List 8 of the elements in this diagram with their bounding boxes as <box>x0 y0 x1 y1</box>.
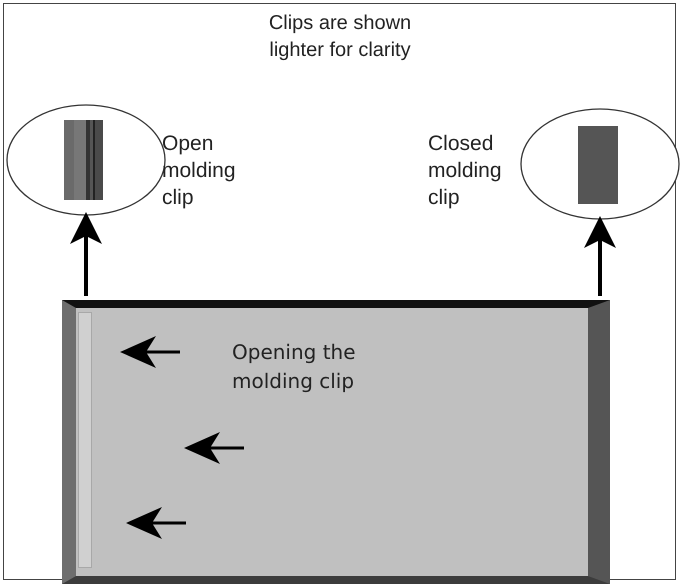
arrow <box>584 216 616 296</box>
clip-detail-circle <box>520 108 680 220</box>
arrow <box>70 212 102 296</box>
clip-label: Closed molding clip <box>428 131 503 211</box>
molding-panel <box>62 300 610 584</box>
panel-caption: Opening the molding clip <box>232 339 357 395</box>
clip-label: Open molding clip <box>162 131 237 211</box>
note-text: Clips are shown lighter for clarity <box>268 11 412 63</box>
